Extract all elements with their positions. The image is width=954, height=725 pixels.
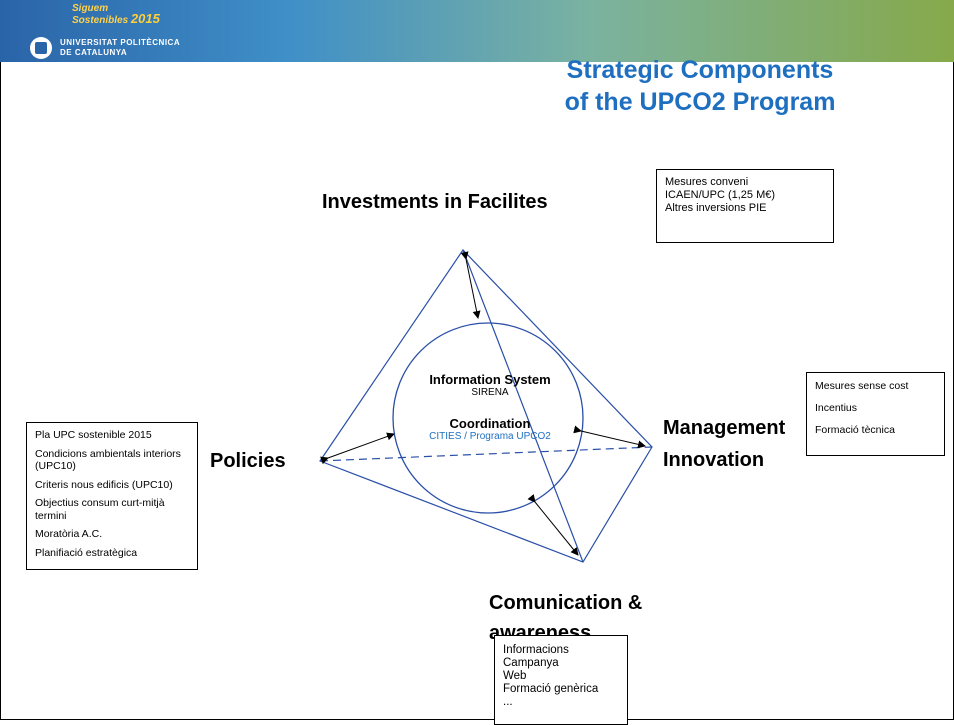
box-communication-item: Web (503, 670, 527, 682)
box-investments-item: Altres inversions PIE (665, 202, 767, 214)
slogan-line2: Sostenibles (72, 15, 129, 26)
box-management-item: Incentius (815, 402, 858, 414)
box-communication-item: ... (503, 696, 513, 708)
label-management: Management (663, 417, 786, 439)
upc-logo-icon (30, 37, 52, 59)
box-investments: Mesures conveni ICAEN/UPC (1,25 M€) Altr… (656, 169, 834, 243)
label-innovation: Innovation (663, 449, 765, 471)
box-investments-item: ICAEN/UPC (1,25 M€) (665, 189, 776, 201)
slogan-year: 2015 (130, 11, 160, 26)
center-text: Information System SIRENA Coordination C… (400, 372, 580, 443)
box-communication-item: Informacions (503, 644, 569, 656)
coordination-sub: CITIES / Programa UPCO2 (429, 431, 551, 442)
university-line2: DE CATALUNYA (60, 48, 128, 57)
university-name: UNIVERSITAT POLITÈCNICA DE CATALUNYA (60, 38, 180, 58)
label-investments: Investments in Facilites (322, 191, 548, 213)
box-policies-item: Planifiació estratègica (35, 546, 138, 559)
box-communication-item: Formació genèrica (503, 683, 599, 695)
box-policies-item: Objectius consum curt-mitjà termini (35, 497, 165, 522)
coordination-label: Coordination (449, 416, 531, 431)
box-communication-item: Campanya (503, 657, 559, 669)
title-line2: of the UPCO2 Program (564, 88, 836, 116)
header-banner: Siguem Sostenibles 2015 UNIVERSITAT POLI… (0, 0, 954, 62)
slogan-line1: Siguem (72, 3, 109, 14)
info-system-label: Information System (429, 372, 551, 387)
box-investments-item: Mesures conveni (665, 176, 749, 188)
slide-title: Strategic Components of the UPCO2 Progra… (520, 54, 880, 118)
box-policies-item: Criteris nous edificis (UPC10) (35, 478, 173, 491)
center-circle (392, 322, 584, 514)
box-management-item: Formació tècnica (815, 424, 895, 436)
box-management: Mesures sense cost Incentius Formació tè… (806, 372, 945, 456)
box-policies-item: Pla UPC sostenible 2015 (35, 429, 152, 441)
box-management-item: Mesures sense cost (815, 380, 909, 392)
title-line1: Strategic Components (566, 56, 834, 84)
diagram-edge-dashed (319, 446, 653, 462)
box-policies: Pla UPC sostenible 2015 Condicions ambie… (26, 422, 198, 570)
box-policies-item: Condicions ambientals interiors (UPC10) (35, 447, 181, 473)
label-policies: Policies (210, 450, 286, 472)
info-system-sub: SIRENA (471, 387, 509, 398)
arrow-top (460, 251, 481, 319)
box-communication: Informacions Campanya Web Formació genèr… (494, 635, 628, 725)
arrow-right (573, 425, 646, 449)
university-line1: UNIVERSITAT POLITÈCNICA (60, 38, 181, 47)
arrow-left (320, 432, 395, 465)
slogan: Siguem Sostenibles 2015 (72, 4, 160, 26)
arrow-bottom (527, 494, 579, 556)
box-policies-item: Moratòria A.C. (35, 528, 103, 540)
